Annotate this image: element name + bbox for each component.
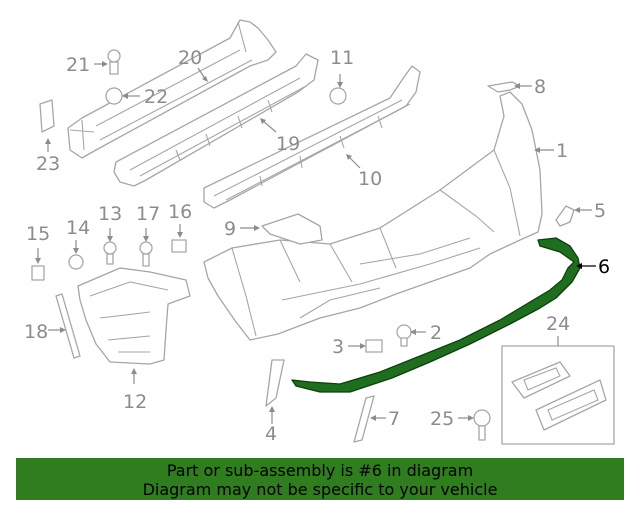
part-9-bracket bbox=[261, 213, 323, 245]
svg-text:25: 25 bbox=[430, 408, 454, 430]
callout-5: 5 bbox=[574, 200, 606, 222]
callout-19: 19 bbox=[260, 118, 300, 155]
part-21-fastener bbox=[107, 49, 121, 75]
svg-text:15: 15 bbox=[26, 223, 50, 245]
banner-line-2: Diagram may not be specific to your vehi… bbox=[142, 480, 498, 499]
svg-text:14: 14 bbox=[66, 217, 90, 239]
part-15-clip bbox=[31, 265, 45, 281]
svg-text:10: 10 bbox=[358, 168, 382, 190]
svg-text:7: 7 bbox=[388, 408, 400, 430]
svg-text:5: 5 bbox=[594, 200, 606, 222]
part-5-bracket bbox=[555, 205, 575, 227]
part-2-screw bbox=[396, 324, 412, 347]
svg-text:24: 24 bbox=[546, 313, 570, 335]
info-banner: Part or sub-assembly is #6 in diagram Di… bbox=[16, 458, 624, 500]
part-7-strip bbox=[353, 395, 375, 443]
svg-text:16: 16 bbox=[168, 201, 192, 223]
part-22-nut bbox=[105, 87, 123, 105]
svg-text:22: 22 bbox=[144, 86, 168, 108]
callout-24: 24 bbox=[546, 313, 570, 346]
part-14-nut bbox=[68, 254, 84, 270]
callout-4: 4 bbox=[265, 406, 277, 445]
part-17-screw bbox=[139, 241, 153, 267]
part-11-nut bbox=[329, 87, 347, 105]
part-4-strip bbox=[265, 359, 285, 407]
callout-21: 21 bbox=[66, 54, 108, 76]
svg-text:6: 6 bbox=[598, 256, 610, 278]
svg-text:11: 11 bbox=[330, 47, 354, 69]
part-12-bracket bbox=[77, 267, 191, 365]
callout-14: 14 bbox=[66, 217, 90, 254]
svg-text:4: 4 bbox=[265, 423, 277, 445]
callout-7: 7 bbox=[370, 408, 400, 430]
part-6-lower-trim-highlighted bbox=[291, 237, 581, 393]
part-18-strip bbox=[55, 293, 81, 359]
part-13-screw bbox=[103, 241, 117, 265]
callout-10: 10 bbox=[346, 154, 382, 190]
part-16-nut bbox=[171, 239, 187, 253]
callout-25: 25 bbox=[430, 408, 474, 430]
svg-text:19: 19 bbox=[276, 133, 300, 155]
svg-text:3: 3 bbox=[332, 336, 344, 358]
svg-text:23: 23 bbox=[36, 153, 60, 175]
svg-text:1: 1 bbox=[556, 140, 568, 162]
part-19-absorber bbox=[113, 53, 319, 187]
svg-text:12: 12 bbox=[123, 391, 147, 413]
part-20-reinforcement-bar bbox=[67, 19, 277, 159]
callout-11: 11 bbox=[330, 47, 354, 88]
callout-9: 9 bbox=[224, 218, 260, 240]
svg-text:13: 13 bbox=[98, 203, 122, 225]
callout-6: 6 bbox=[576, 256, 610, 278]
svg-text:21: 21 bbox=[66, 54, 90, 76]
callout-15: 15 bbox=[26, 223, 50, 264]
part-3-nut bbox=[365, 339, 383, 353]
part-24-kit bbox=[501, 345, 615, 445]
callout-20: 20 bbox=[178, 47, 208, 82]
svg-text:9: 9 bbox=[224, 218, 236, 240]
part-10-carrier bbox=[203, 65, 421, 209]
part-1-bumper-cover bbox=[203, 91, 543, 341]
callout-18: 18 bbox=[24, 321, 66, 343]
callout-2: 2 bbox=[410, 322, 442, 344]
svg-text:17: 17 bbox=[136, 203, 160, 225]
part-8-clip bbox=[487, 81, 521, 93]
part-25-bolt bbox=[473, 409, 491, 441]
callout-13: 13 bbox=[98, 203, 122, 242]
svg-text:20: 20 bbox=[178, 47, 202, 69]
svg-text:2: 2 bbox=[430, 322, 442, 344]
svg-text:8: 8 bbox=[534, 76, 546, 98]
callout-12: 12 bbox=[123, 368, 147, 413]
svg-text:18: 18 bbox=[24, 321, 48, 343]
banner-line-1: Part or sub-assembly is #6 in diagram bbox=[166, 461, 474, 480]
callout-16: 16 bbox=[168, 201, 192, 238]
callout-22: 22 bbox=[122, 86, 168, 108]
callout-3: 3 bbox=[332, 336, 366, 358]
callout-17: 17 bbox=[136, 203, 160, 242]
callout-1: 1 bbox=[534, 140, 568, 162]
callout-23: 23 bbox=[36, 138, 60, 175]
parts-diagram: 1 2 3 4 5 6 7 8 9 10 11 12 bbox=[24, 19, 615, 445]
callout-8: 8 bbox=[514, 76, 546, 98]
part-23-plate bbox=[39, 99, 55, 133]
